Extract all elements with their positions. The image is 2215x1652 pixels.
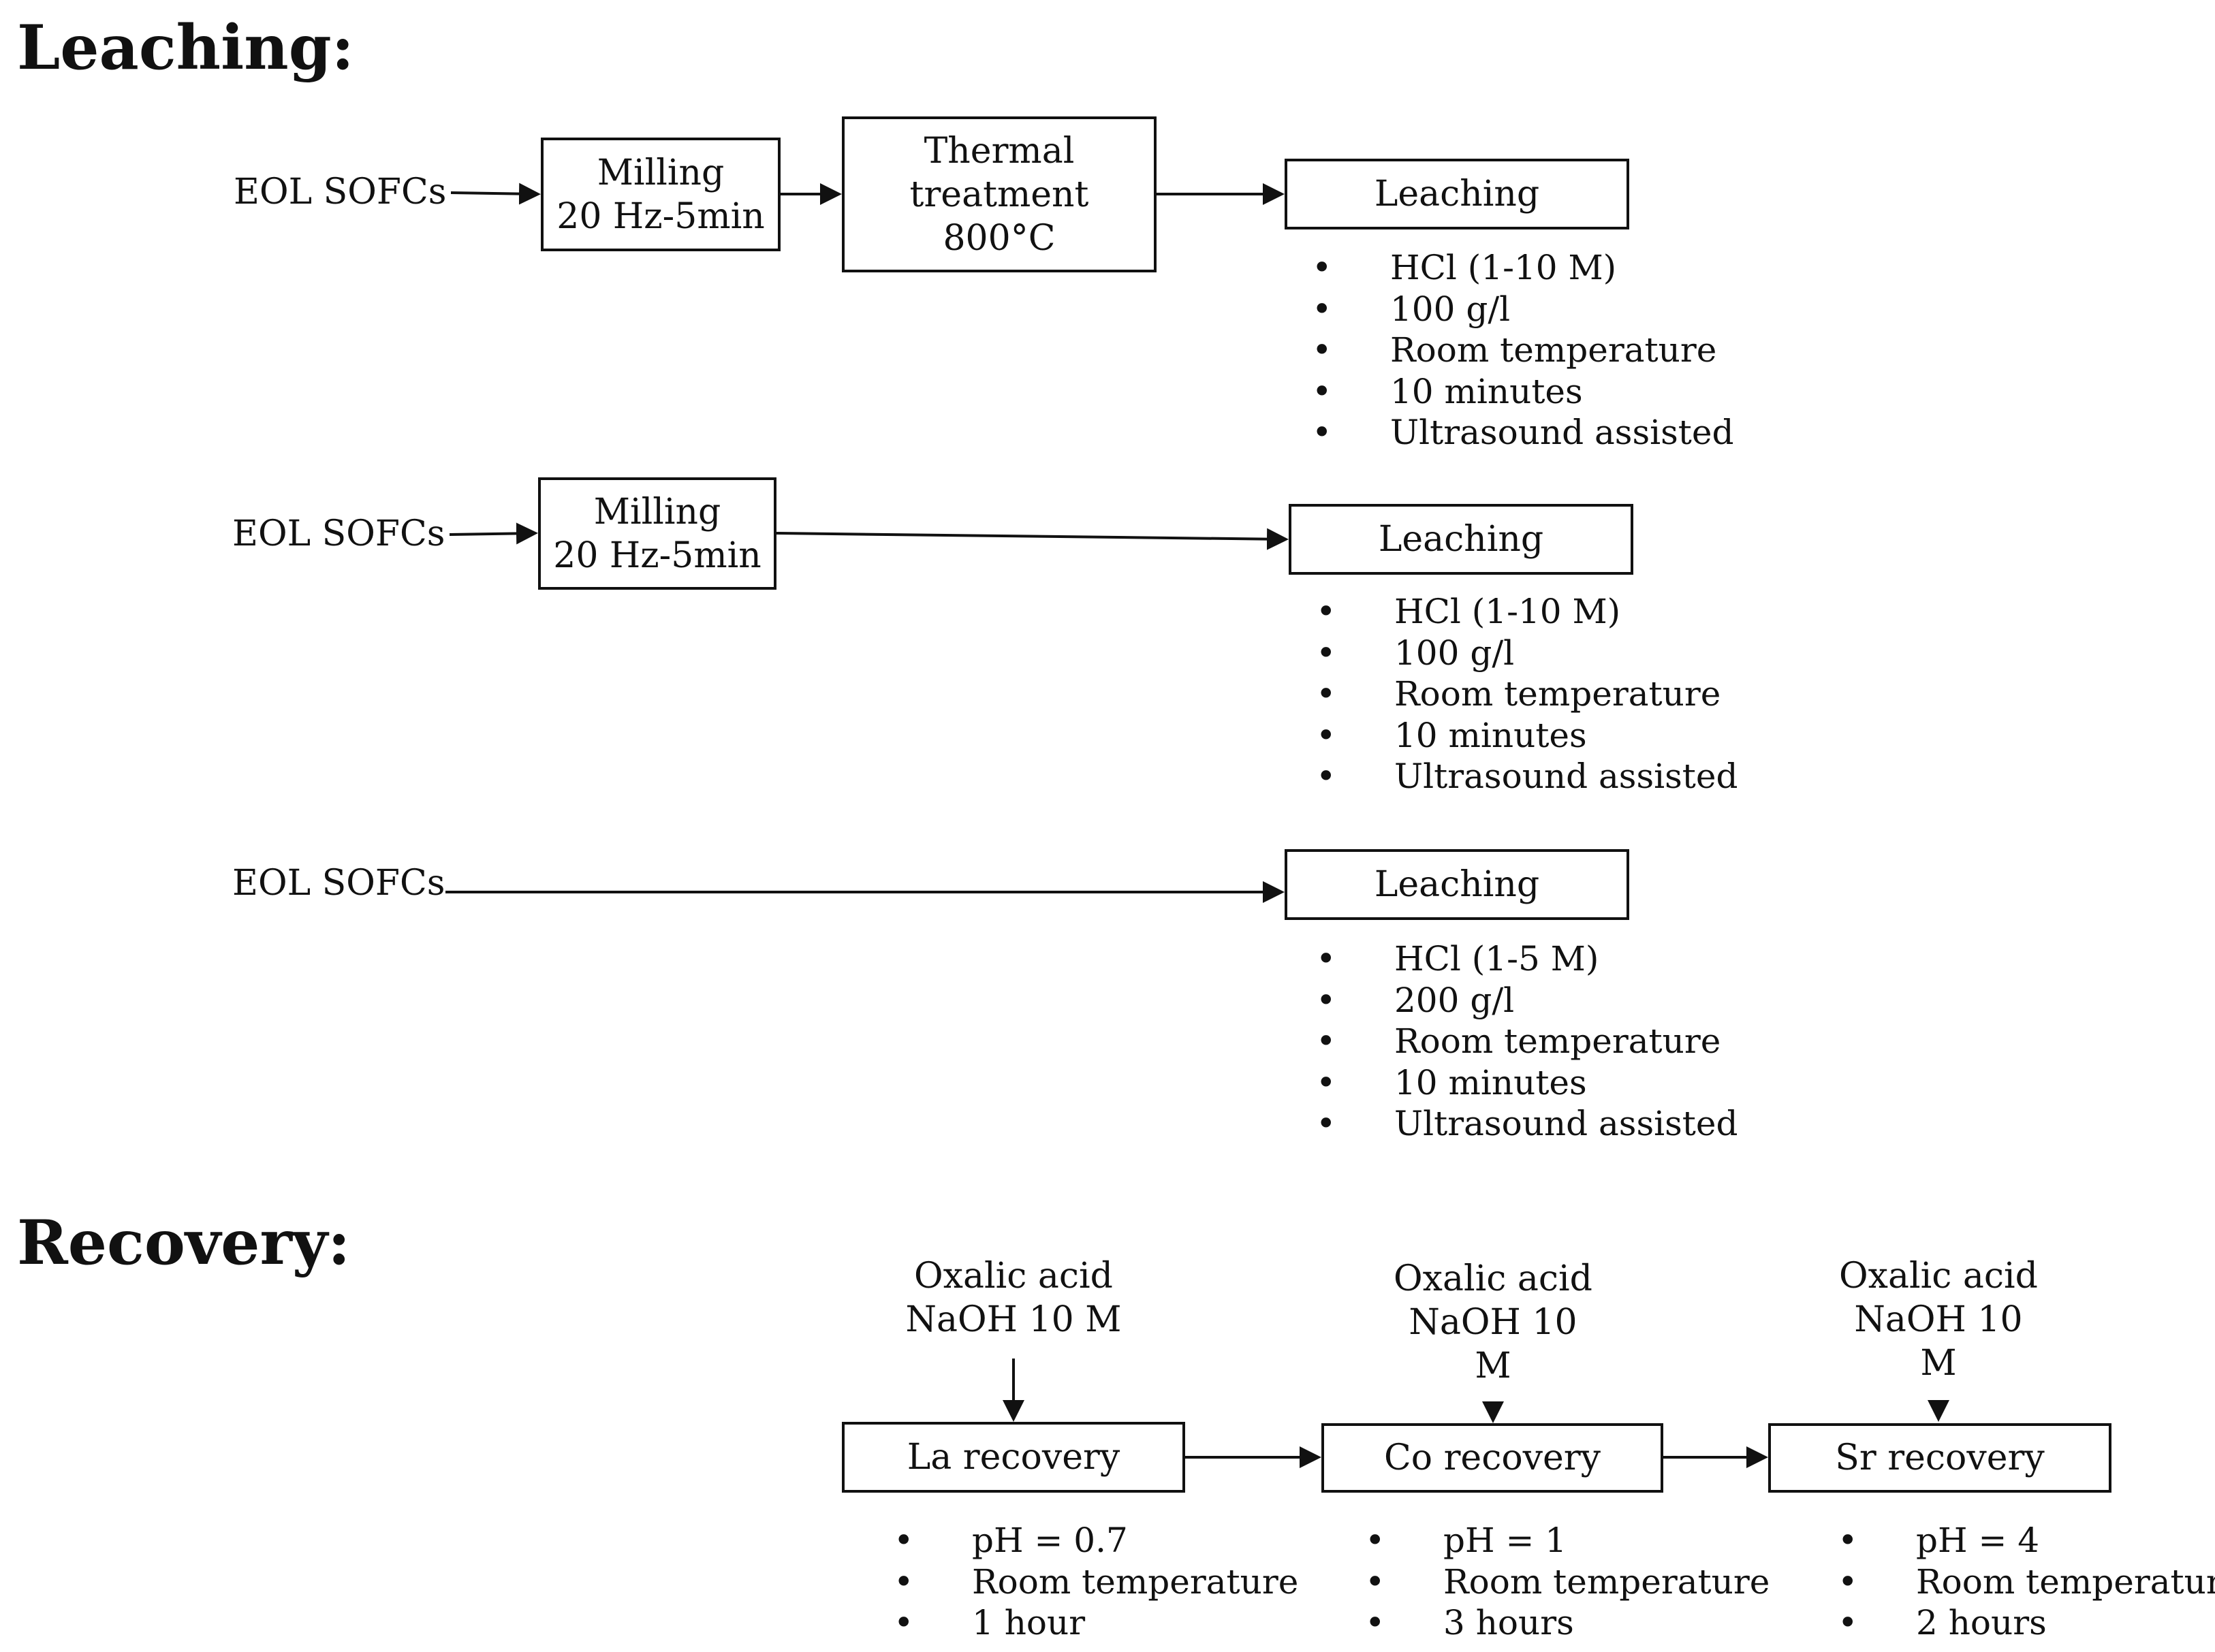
milling-box-route-2: Milling 20 Hz-5min <box>538 477 776 590</box>
milling-line-1: Milling <box>593 491 721 533</box>
condition-item: 100 g/l <box>1312 289 1733 330</box>
condition-item: Room temperature <box>1365 1561 1770 1603</box>
la-recovery-box: La recovery <box>842 1422 1185 1493</box>
condition-item: HCl (1-10 M) <box>1312 247 1733 289</box>
condition-item: Room temperature <box>894 1561 1298 1603</box>
milling-line-2: 20 Hz-5min <box>556 195 765 237</box>
milling-box-route-1: Milling 20 Hz-5min <box>541 138 781 251</box>
condition-item: Ultrasound assisted <box>1316 756 1738 797</box>
source-label-route-1: EOL SOFCs <box>234 172 447 212</box>
sr-recovery-label: Sr recovery <box>1835 1437 2045 1478</box>
reagents-co: Oxalic acid NaOH 10 M <box>1350 1257 1636 1388</box>
condition-item: pH = 1 <box>1365 1520 1770 1561</box>
reagent-line: NaOH 10 M <box>905 1299 1122 1340</box>
reagent-line: M <box>1920 1343 1957 1384</box>
recovery-heading: Recovery: <box>17 1207 351 1279</box>
leaching-label-route-2: Leaching <box>1378 519 1544 560</box>
reagents-la: Oxalic acid NaOH 10 M <box>870 1254 1157 1341</box>
reagent-line: Oxalic acid <box>1394 1258 1592 1299</box>
leaching-heading: Leaching: <box>17 12 354 84</box>
leaching-label-route-3: Leaching <box>1374 864 1540 905</box>
thermal-line-3: 800°C <box>943 217 1056 259</box>
condition-item: 3 hours <box>1365 1602 1770 1644</box>
condition-item: Ultrasound assisted <box>1312 412 1733 454</box>
thermal-line-2: treatment <box>909 174 1089 215</box>
leaching-label-route-1: Leaching <box>1374 174 1540 215</box>
reagent-line: NaOH 10 <box>1854 1299 2023 1340</box>
milling-line-1: Milling <box>597 152 725 193</box>
thermal-line-1: Thermal <box>924 130 1075 172</box>
reagent-line: Oxalic acid <box>1839 1256 2038 1297</box>
co-recovery-label: Co recovery <box>1383 1437 1601 1478</box>
leaching-conditions-route-3: HCl (1-5 M) 200 g/l Room temperature 10 … <box>1316 938 1738 1145</box>
condition-item: HCl (1-10 M) <box>1316 591 1738 633</box>
condition-item: Ultrasound assisted <box>1316 1103 1738 1145</box>
leaching-box-route-1: Leaching <box>1285 159 1629 229</box>
source-label-route-2: EOL SOFCs <box>232 513 445 554</box>
leaching-conditions-route-1: HCl (1-10 M) 100 g/l Room temperature 10… <box>1312 247 1733 454</box>
condition-item: HCl (1-5 M) <box>1316 938 1738 980</box>
co-recovery-conditions: pH = 1 Room temperature 3 hours <box>1365 1520 1770 1644</box>
condition-item: 10 minutes <box>1316 715 1738 757</box>
condition-item: 100 g/l <box>1316 633 1738 674</box>
arrow-r2-source-to-milling <box>449 522 538 545</box>
arrow-r2-milling-to-leaching <box>776 528 1289 550</box>
reagents-sr: Oxalic acid NaOH 10 M <box>1795 1254 2082 1385</box>
sr-recovery-conditions: pH = 4 Room temperature 2 hours <box>1838 1520 2215 1644</box>
condition-item: Room temperature <box>1316 673 1738 715</box>
la-recovery-conditions: pH = 0.7 Room temperature 1 hour <box>894 1520 1298 1644</box>
leaching-conditions-route-2: HCl (1-10 M) 100 g/l Room temperature 10… <box>1316 591 1738 797</box>
condition-item: 2 hours <box>1838 1602 2215 1644</box>
leaching-box-route-2: Leaching <box>1289 504 1633 575</box>
condition-item: Room temperature <box>1312 330 1733 371</box>
condition-item: Room temperature <box>1838 1561 2215 1603</box>
reagent-line: Oxalic acid <box>914 1256 1113 1297</box>
condition-item: pH = 0.7 <box>894 1520 1298 1561</box>
milling-line-2: 20 Hz-5min <box>553 535 761 576</box>
leaching-box-route-3: Leaching <box>1285 849 1629 920</box>
condition-item: 200 g/l <box>1316 980 1738 1021</box>
reagent-line: NaOH 10 <box>1409 1302 1577 1343</box>
condition-item: pH = 4 <box>1838 1520 2215 1561</box>
la-recovery-label: La recovery <box>907 1437 1120 1478</box>
condition-item: 10 minutes <box>1312 371 1733 413</box>
condition-item: 10 minutes <box>1316 1062 1738 1104</box>
reagent-line: M <box>1475 1346 1511 1386</box>
co-recovery-box: Co recovery <box>1321 1423 1663 1493</box>
sr-recovery-box: Sr recovery <box>1768 1423 2111 1493</box>
source-label-route-3: EOL SOFCs <box>232 863 445 904</box>
thermal-treatment-box: Thermal treatment 800°C <box>842 116 1157 272</box>
condition-item: 1 hour <box>894 1602 1298 1644</box>
arrow-r1-source-to-milling <box>450 182 541 205</box>
condition-item: Room temperature <box>1316 1021 1738 1062</box>
